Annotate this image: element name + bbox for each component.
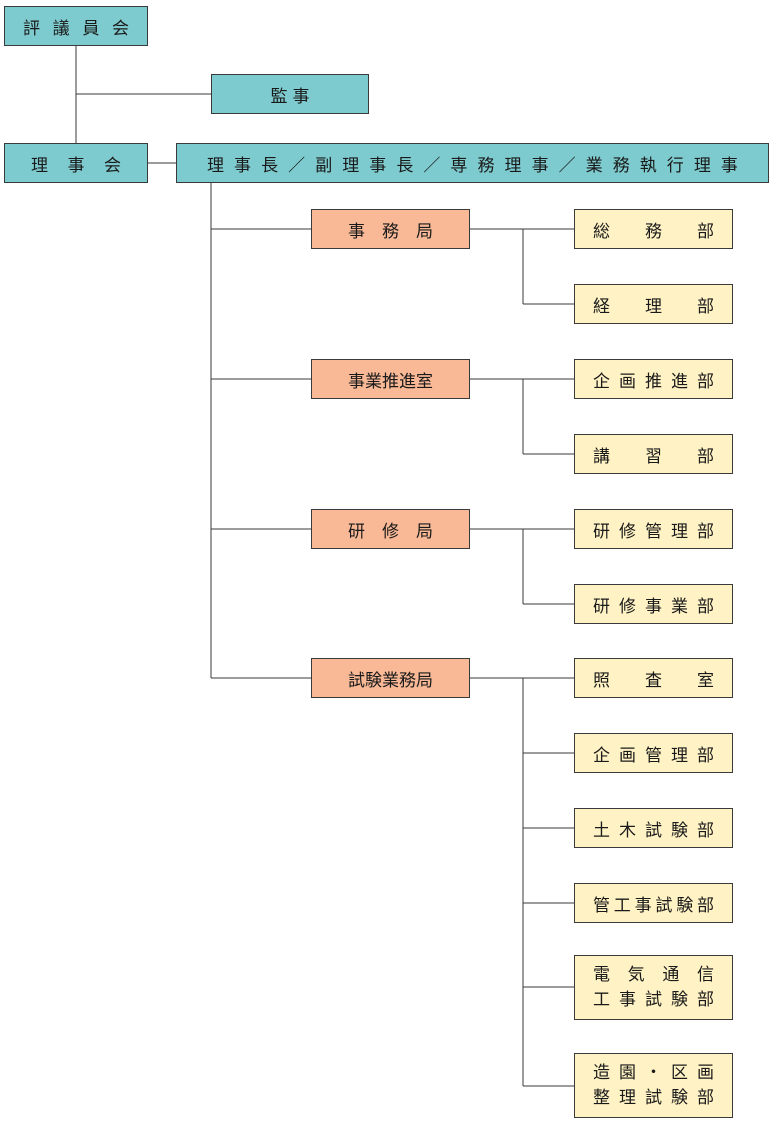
council-box: 評議員会 [4, 6, 148, 46]
board-box: 理事会 [4, 143, 148, 183]
dept-kikaku-kanri: 企画管理部 [574, 733, 733, 773]
division-jigyo-suishin: 事業推進室 [311, 359, 470, 399]
dept-kankoji-shiken: 管工事試験部 [574, 883, 733, 923]
dept-somu: 総務部 [574, 209, 733, 249]
dept-kenshu-kanri: 研修管理部 [574, 509, 733, 549]
dept-doboku-shiken: 土木試験部 [574, 808, 733, 848]
division-jimukyoku: 事務局 [311, 209, 470, 249]
dept-shosa: 照査室 [574, 658, 733, 698]
division-shiken-gyomu: 試験業務局 [311, 658, 470, 698]
dept-koshu: 講習部 [574, 434, 733, 474]
executives-box: 理事長／副理事長／専務理事／業務執行理事 [176, 143, 769, 183]
dept-keiri: 経理部 [574, 284, 733, 324]
dept-kenshu-jigyo: 研修事業部 [574, 584, 733, 624]
auditor-box: 監事 [211, 74, 369, 114]
division-kenshu: 研修局 [311, 509, 470, 549]
dept-denki-tsushin-shiken: 電気通信工事試験部 [574, 955, 733, 1020]
dept-kikaku-suishin: 企画推進部 [574, 359, 733, 399]
dept-zoen-kukaku-shiken: 造園・区画整理試験部 [574, 1053, 733, 1118]
